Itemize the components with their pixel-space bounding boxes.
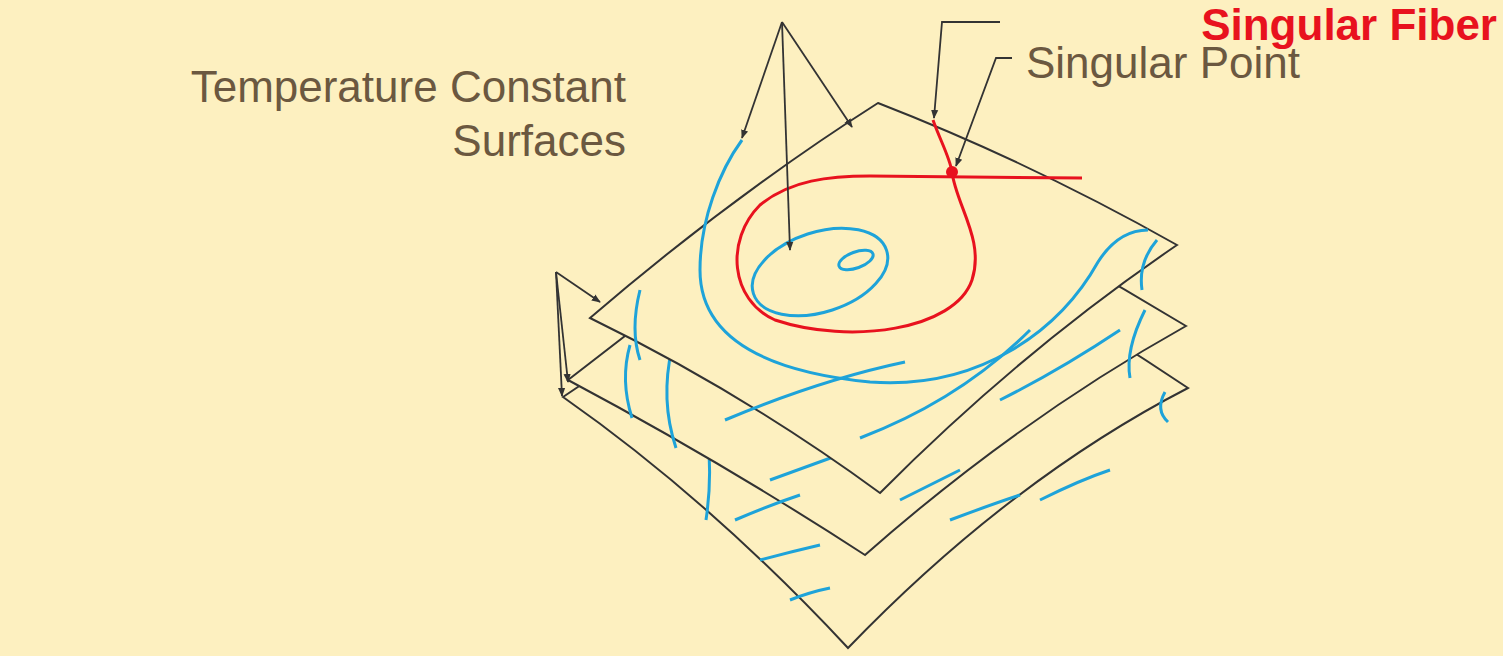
singular-point-label: Singular Point	[1026, 36, 1300, 90]
surfaces-label: Temperature Constant Surfaces	[100, 60, 626, 168]
